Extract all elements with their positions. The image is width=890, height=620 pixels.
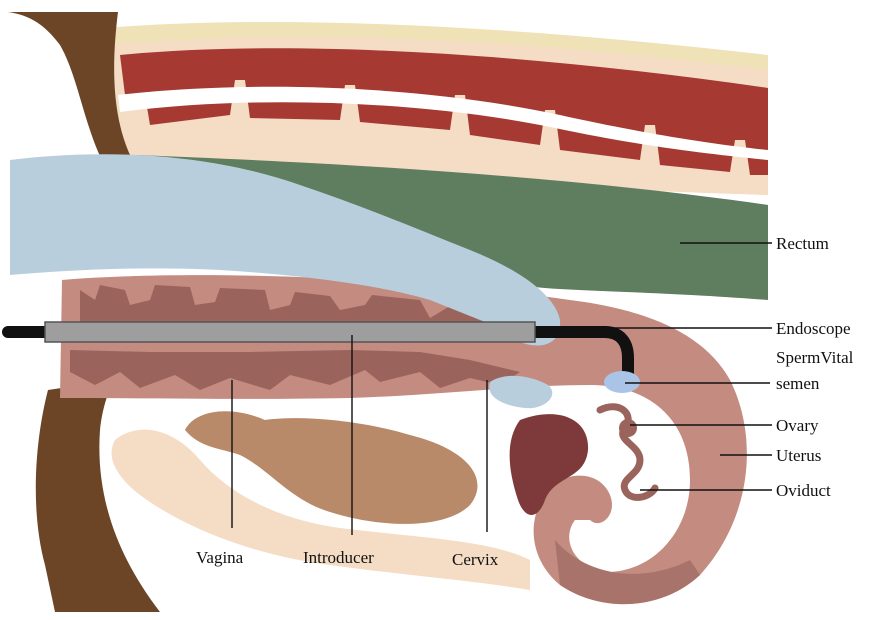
cervix-label: Cervix [452, 550, 499, 569]
semen-deposit [604, 371, 640, 393]
introducer-label: Introducer [303, 548, 374, 567]
endoscope-label: Endoscope [776, 319, 851, 338]
oviduct-label: Oviduct [776, 481, 831, 500]
vagina-label: Vagina [196, 548, 244, 567]
introducer-tube [45, 322, 535, 342]
ovary-marker [619, 419, 637, 437]
semen-label-line1: SpermVital [776, 348, 854, 367]
rectum-label: Rectum [776, 234, 829, 253]
semen-label-line2: semen [776, 374, 820, 393]
ovary-label: Ovary [776, 416, 819, 435]
uterus-label: Uterus [776, 446, 821, 465]
